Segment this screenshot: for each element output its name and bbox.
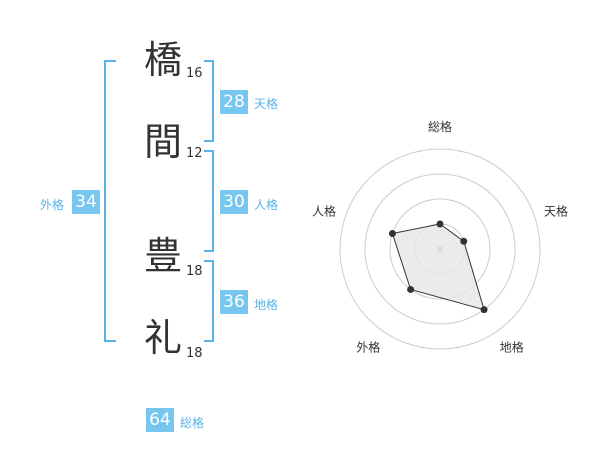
- radar-ring: [389, 198, 491, 300]
- stroke-count-2: 12: [186, 146, 203, 161]
- chikaku-bracket: [204, 260, 214, 342]
- gaikaku-bracket: [104, 60, 116, 342]
- radar-point: [480, 306, 488, 314]
- gaikaku-value: 34: [72, 190, 100, 214]
- gaikaku-label: 外格: [40, 198, 65, 212]
- radar-ring: [339, 148, 541, 350]
- name-char-4: 礼: [143, 316, 182, 360]
- radar-axis-label: 天格: [544, 203, 568, 218]
- chikaku-label: 地格: [254, 298, 279, 312]
- name-char-3: 豊: [143, 234, 182, 278]
- soukaku-value: 64: [146, 408, 174, 432]
- jinkaku-value: 30: [220, 190, 248, 214]
- radar-axis-label: 外格: [356, 340, 380, 355]
- radar-polygon: [391, 223, 485, 311]
- name-char-2: 間: [143, 120, 182, 164]
- chikaku-value: 36: [220, 290, 248, 314]
- name-char-1: 橋: [143, 38, 182, 82]
- radar-point: [388, 230, 396, 238]
- radar-point: [460, 237, 468, 245]
- stroke-count-4: 18: [186, 346, 203, 361]
- tenkaku-bracket: [204, 60, 214, 142]
- tenkaku-label: 天格: [254, 97, 279, 111]
- jinkaku-bracket: [204, 150, 214, 252]
- soukaku-label: 総格: [180, 416, 205, 430]
- radar-axis-label: 人格: [312, 203, 336, 218]
- radar-axis-label: 総格: [428, 119, 452, 134]
- radar-axis-label: 地格: [500, 340, 524, 355]
- stroke-count-3: 18: [186, 264, 203, 279]
- tenkaku-value: 28: [220, 90, 248, 114]
- radar-point: [407, 285, 415, 293]
- jinkaku-label: 人格: [254, 198, 279, 212]
- stroke-count-1: 16: [186, 66, 203, 81]
- radar-ring: [364, 173, 516, 325]
- radar-points: [388, 220, 488, 314]
- radar-point: [436, 220, 444, 228]
